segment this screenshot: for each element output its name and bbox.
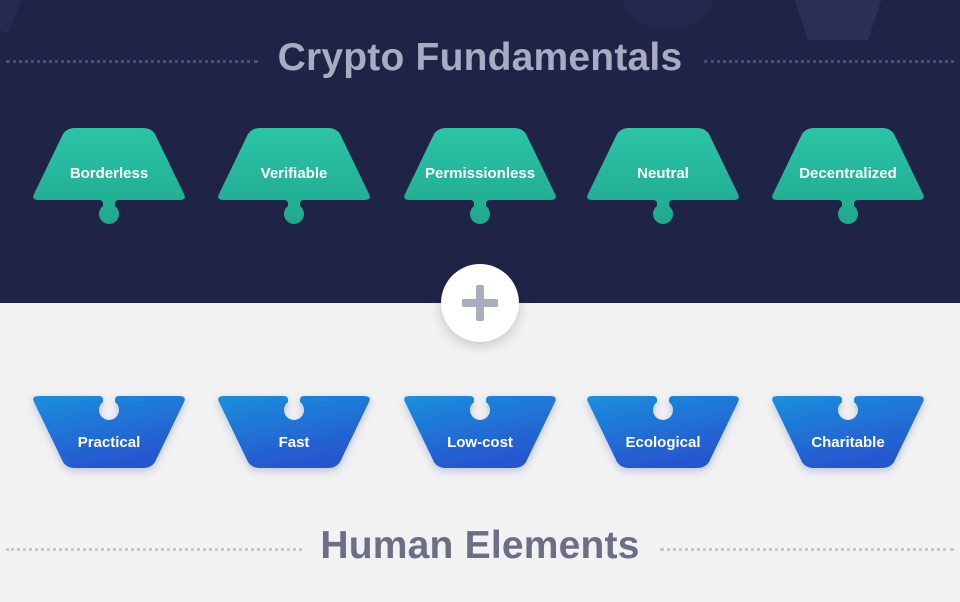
decorative-hexagon [788,0,888,40]
dotted-divider-right [704,60,954,63]
human-element-label: Charitable [811,434,885,451]
dotted-divider-left [6,60,258,63]
human-element-piece: Low-cost [402,394,558,494]
human-element-label: Practical [77,434,141,451]
decorative-shape [0,0,30,34]
human-element-label: Low-cost [447,434,513,451]
fundamental-label: Borderless [69,165,149,182]
fundamental-piece: Verifiable [216,126,372,226]
human-elements-title: Human Elements [320,524,640,567]
fundamental-piece: Neutral [585,126,741,226]
dotted-divider-right [660,548,954,551]
fundamental-label: Verifiable [260,165,328,182]
fundamental-piece: Permissionless [402,126,558,226]
fundamental-piece: Borderless [31,126,187,226]
human-element-piece: Ecological [585,394,741,494]
human-element-label: Fast [278,434,310,451]
human-element-piece: Practical [31,394,187,494]
human-element-piece: Charitable [770,394,926,494]
human-element-piece: Fast [216,394,372,494]
fundamental-label: Decentralized [799,165,897,182]
human-element-label: Ecological [625,434,701,451]
crypto-fundamentals-title: Crypto Fundamentals [277,36,683,79]
plus-icon [441,264,519,342]
fundamental-piece: Decentralized [770,126,926,226]
decorative-circle [618,0,718,30]
fundamental-label: Neutral [637,165,689,182]
dotted-divider-left [6,548,302,551]
fundamental-label: Permissionless [424,165,536,182]
